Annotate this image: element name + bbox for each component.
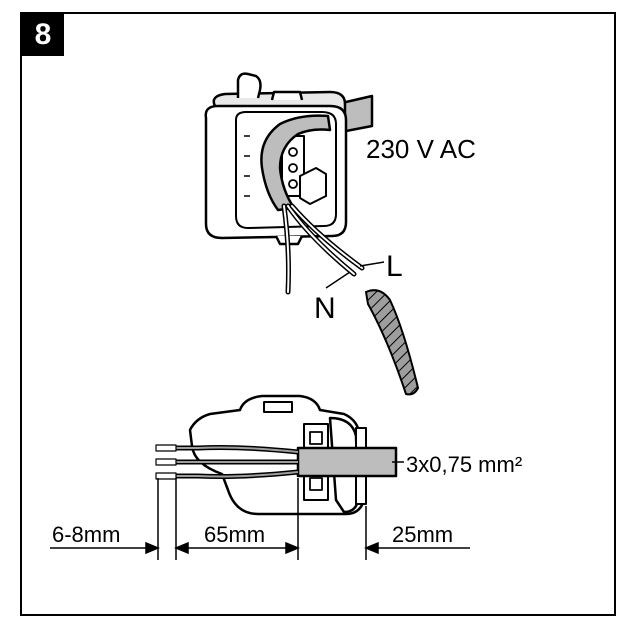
- figure-frame: [20, 12, 616, 616]
- box-latch: [299, 167, 327, 205]
- outer-length-label: 25mm: [392, 522, 453, 547]
- outer-cable: [296, 446, 398, 478]
- live-leader-line: [359, 261, 385, 267]
- neutral-leader-line: [325, 271, 351, 289]
- junction-box-illustration: [204, 72, 374, 246]
- insulating-sleeve: [364, 289, 420, 396]
- box-wires: [281, 203, 365, 295]
- plug-label-window: [263, 401, 293, 413]
- step-number-badge: 8: [22, 14, 64, 56]
- box-mount-lug-left: [236, 72, 262, 99]
- dimension-lines: [50, 461, 470, 560]
- jacket-length-label: 65mm: [204, 522, 265, 547]
- plug-connector-illustration: [155, 394, 398, 516]
- neutral-wire-label: N: [314, 292, 336, 325]
- strip-length-label: 6-8mm: [52, 522, 120, 547]
- cable-spec-label: 3x0,75 mm²: [406, 452, 522, 477]
- voltage-label: 230 V AC: [366, 134, 476, 164]
- live-wire-label: L: [386, 250, 403, 283]
- box-mount-lug-right: [270, 90, 304, 101]
